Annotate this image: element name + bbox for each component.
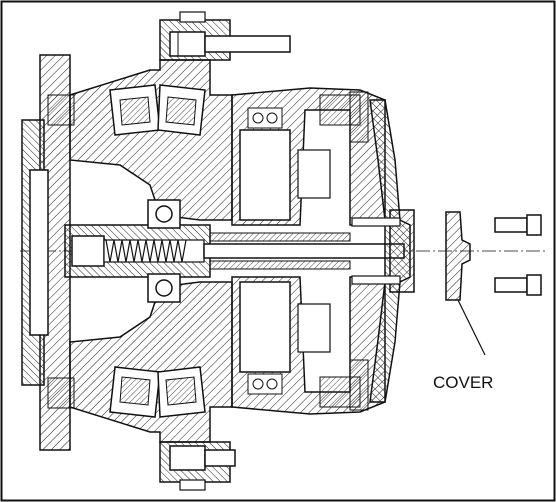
cover-bolt-upper: [494, 214, 542, 236]
cover-leader-line: [457, 299, 486, 356]
cover-part: [445, 211, 471, 301]
spring: [105, 239, 187, 263]
cover-bolt-lower: [494, 274, 542, 296]
tapered-bearing-upper: [109, 84, 206, 136]
bottom-bolt: [169, 445, 236, 471]
tapered-bearing-lower: [109, 366, 206, 418]
gear-housing: [231, 87, 386, 415]
top-bolt: [169, 31, 291, 57]
shaft-assembly: [64, 224, 405, 278]
cover-label: COVER: [433, 373, 493, 392]
ball-bearing-lower: [147, 273, 181, 303]
end-cap: [349, 91, 415, 411]
ball-bearing-upper: [147, 199, 181, 229]
